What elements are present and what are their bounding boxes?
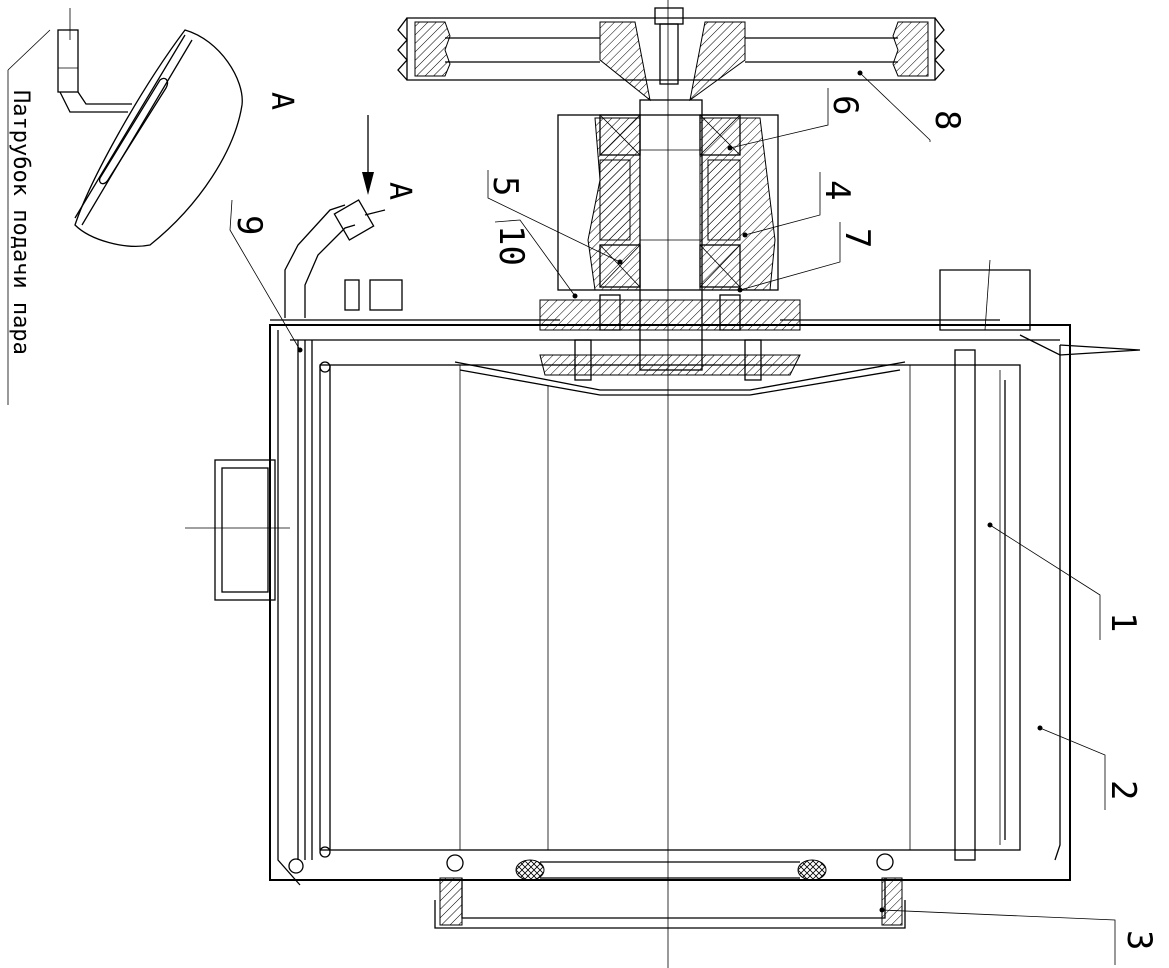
- drum: [319, 349, 1021, 861]
- callout-3: 3: [1119, 930, 1159, 950]
- callout-2: 2: [1103, 780, 1143, 800]
- callout-6: 6: [825, 95, 865, 115]
- callout-5: 5: [485, 176, 525, 196]
- section-arrow-a: A: [362, 115, 417, 200]
- pulley: [397, 7, 945, 102]
- left-nozzle: [185, 459, 290, 601]
- steam-inlet-pipe: [284, 199, 403, 318]
- callout-7: 7: [837, 228, 877, 248]
- view-a-label: A: [264, 92, 299, 110]
- callout-4: 4: [817, 180, 857, 200]
- side-caption: Патрубок подачи пара: [7, 8, 71, 405]
- callout-9: 9: [229, 215, 269, 235]
- outer-casing: [269, 259, 1141, 886]
- callout-leaders: [229, 70, 1116, 965]
- callout-10: 10: [491, 225, 531, 266]
- detail-view-a: A: [57, 29, 299, 247]
- bearing-housing: [557, 99, 779, 371]
- callout-8: 8: [927, 110, 967, 130]
- callout-1: 1: [1103, 612, 1143, 632]
- callout-labels: 1 2 3 4 5 6 7 8 9 10: [229, 95, 1159, 950]
- steam-inlet-caption: Патрубок подачи пара: [8, 90, 33, 355]
- top-flange: [270, 294, 1000, 396]
- left-wall: [288, 340, 331, 874]
- arrow-a-label: A: [382, 182, 417, 200]
- bottom-assembly: [434, 853, 906, 929]
